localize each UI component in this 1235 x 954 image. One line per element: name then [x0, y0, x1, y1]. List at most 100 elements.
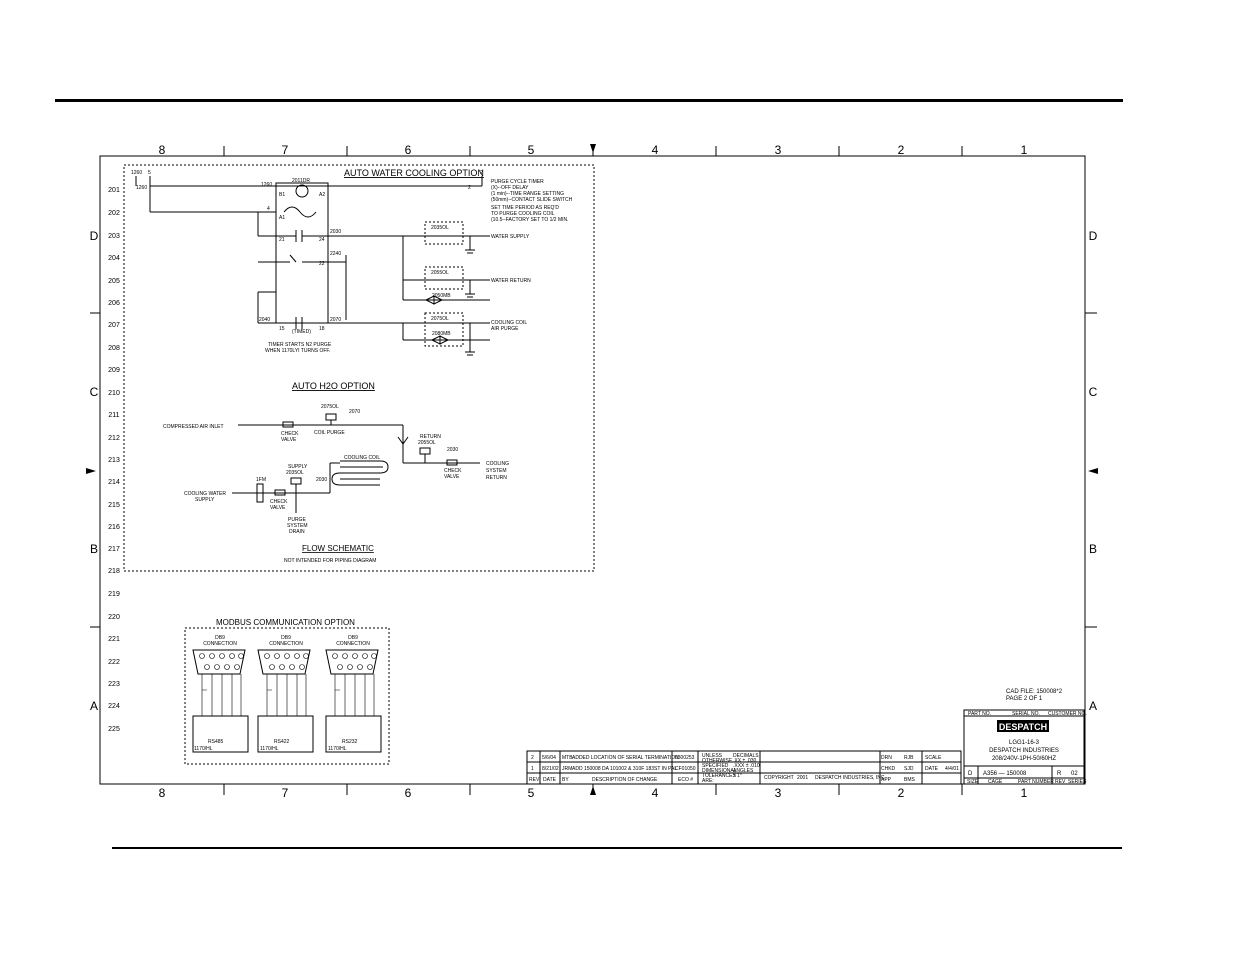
relay-21: 21 — [279, 237, 285, 243]
cooling-coil-label: COOLING COIL — [344, 455, 380, 461]
checked-label: CHKD — [881, 766, 896, 772]
rev-row-2-rev: 1 — [531, 766, 534, 772]
tol-2: OTHERWISE — [702, 758, 733, 764]
cooling-return-3: RETURN — [486, 475, 507, 481]
row-215: 215 — [108, 502, 120, 509]
rev-row-1-rev: 2 — [531, 755, 534, 761]
timer-spec-1: PURGE CYCLE TIMER — [491, 179, 544, 185]
rs485-part: 1170/HL — [194, 746, 213, 752]
supply-label-2: 2035OL — [286, 470, 304, 476]
row-208: 208 — [108, 345, 120, 352]
cooling-return-1: COOLING — [486, 461, 509, 467]
db9-3-conn: CONNECTION — [336, 641, 370, 647]
modbus-title: MODBUS COMMUNICATION OPTION — [216, 618, 355, 627]
h2o-title: AUTO H2O OPTION — [292, 381, 375, 391]
return-label-2: 2055OL — [418, 440, 436, 446]
rs232-part: 1170/HL — [328, 746, 347, 752]
row-221: 221 — [108, 636, 120, 643]
approved-by: BMS — [904, 777, 916, 783]
purge-drain-1: PURGE — [288, 517, 306, 523]
row-222: 222 — [108, 659, 120, 666]
timer-spec-4: (50mm)--CONTACT SLIDE SWITCH — [491, 197, 573, 203]
rev-hdr-rev: REV — [529, 777, 540, 783]
zone-bottom-8: 8 — [159, 786, 166, 800]
row-214: 214 — [108, 479, 120, 486]
relay-timed: (TIMED) — [292, 329, 311, 335]
wire-5: 5 — [148, 170, 151, 176]
rs422-part: 1170/HL — [260, 746, 279, 752]
flow-note: NOT INTENDED FOR PIPING DIAGRAM — [284, 558, 376, 564]
drawing-number: A356 — 150008 — [983, 771, 1027, 777]
timer-spec-7: (10.5--FACTORY SET TO 1/2 MIN. — [491, 217, 569, 223]
wire-1260-top: 1260 — [131, 170, 142, 176]
timer-spec-2: (X)--OFF DELAY — [491, 185, 529, 191]
size-value: D — [968, 771, 973, 777]
rev-hdr-by: BY — [562, 777, 569, 783]
sheet-border — [99, 155, 1086, 785]
zone-bottom-2: 2 — [898, 786, 905, 800]
row-203: 203 — [108, 233, 120, 240]
timer-spec-6: TO PURGE COOLING COIL — [491, 211, 555, 217]
rev-hdr-date: DATE — [543, 777, 557, 783]
zone-bottom-3: 3 — [775, 786, 782, 800]
db9-1-label: DB9 — [215, 635, 225, 641]
solenoid-2055: 2055OL — [431, 270, 449, 276]
dec-4: ANGLES — [733, 768, 754, 774]
tol-5: TOLERANCES — [702, 773, 736, 779]
supply-label-1: SUPPLY — [288, 464, 308, 470]
dec-3: .XXX ± .010 — [733, 763, 760, 769]
approved-label: APP — [881, 777, 892, 783]
rev-row-2-desc: ADD 150008 DA 101002 & 310F 183ST IN PAL — [572, 766, 677, 772]
check-valve-1b: VALVE — [281, 437, 297, 443]
tol-4: DIMENSIONAL — [702, 768, 737, 774]
tol-6: ARE: — [702, 778, 714, 784]
timer-spec-3: (1 min)--TIME RANGE SETTING — [491, 191, 564, 197]
timer-note-1: TIMER STARTS N2 PURGE — [268, 342, 332, 348]
zone-bottom-6: 6 — [405, 786, 412, 800]
timer-spec-5: SET TIME PERIOD AS REQ'D — [491, 205, 559, 211]
copyright-label: COPYRIGHT — [764, 775, 794, 781]
hdr-part: PART NO. — [968, 711, 991, 717]
zone-top-4: 4 — [652, 143, 659, 157]
flow-schematic-title: FLOW SCHEMATIC — [302, 544, 374, 553]
row-212: 212 — [108, 435, 120, 442]
relay-18: 18 — [319, 326, 325, 332]
zone-right-d: D — [1089, 229, 1098, 243]
zone-left-d: D — [90, 229, 99, 243]
bottom-rule — [112, 847, 1122, 849]
coil-purge-solenoid: 2075OL — [321, 404, 339, 410]
cooling-water-2: SUPPLY — [195, 497, 215, 503]
relay-a1: A1 — [279, 215, 285, 221]
rev-number: 02 — [1071, 771, 1078, 777]
zone-top-8: 8 — [159, 143, 166, 157]
cooling-coil-label-1: COOLING COIL — [491, 320, 527, 326]
row-225: 225 — [108, 726, 120, 733]
row-218: 218 — [108, 568, 120, 575]
date-value: 4/4/01 — [945, 766, 959, 772]
rev-letter: R — [1057, 771, 1062, 777]
cooling-water-1: COOLING WATER — [184, 491, 226, 497]
zone-bottom-5: 5 — [528, 786, 535, 800]
compressed-air-label: COMPRESSED AIR INLET — [163, 424, 224, 430]
wire-4: 4 — [267, 206, 270, 212]
row-206: 206 — [108, 300, 120, 307]
copyright-year: 2001 — [797, 775, 808, 781]
water-return-label: WATER RETURN — [491, 278, 531, 284]
db9-1-conn: CONNECTION — [203, 641, 237, 647]
electrical-spec: 208/240V-1PH-50/60HZ — [992, 756, 1056, 762]
row-224: 224 — [108, 703, 120, 710]
h2o-wire-2070: 2070 — [349, 409, 360, 415]
wire-2: 2 — [480, 170, 483, 176]
row-201: 201 — [108, 187, 120, 194]
db9-1 — [192, 649, 249, 753]
relay-24: 24 — [319, 237, 325, 243]
zone-left-b: B — [90, 542, 98, 556]
row-213: 213 — [108, 457, 120, 464]
flow-meter: 1FM — [256, 477, 266, 483]
check-valve-1a: CHECK — [281, 431, 299, 437]
rev-row-2-eco: CF01050 — [675, 766, 696, 772]
cooling-coil-label-2: AIR PURGE — [491, 326, 519, 332]
solenoid-2035: 2035OL — [431, 225, 449, 231]
row-219: 219 — [108, 591, 120, 598]
